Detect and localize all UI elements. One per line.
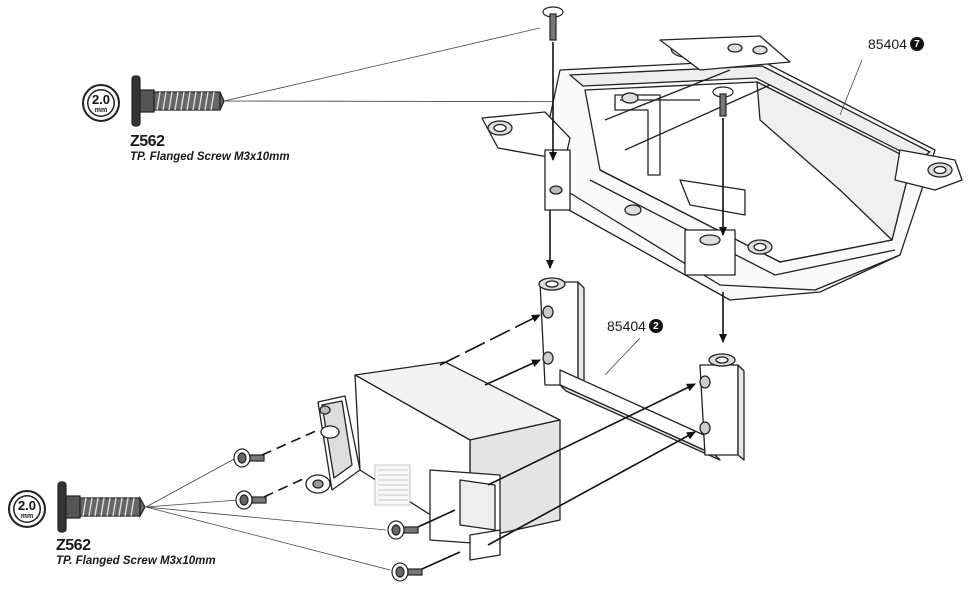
servo-screws <box>233 448 423 582</box>
servo <box>305 361 561 561</box>
screw-description-bottom: TP. Flanged Screw M3x10mm <box>56 555 216 567</box>
tool-size-value: 2.0 <box>91 91 111 107</box>
part-number: 85404 <box>607 318 646 334</box>
tool-size-value: 2.0 <box>17 497 37 513</box>
tool-size-badge-bottom: 2.0 mm <box>8 490 46 528</box>
tool-size-badge-top: 2.0 mm <box>82 84 120 122</box>
screw-illustration-top <box>131 75 225 127</box>
screw-part-code-top: Z562 <box>130 133 165 150</box>
screw-illustration-bottom <box>57 481 146 533</box>
part-callout-radio-tray: 85404 7 <box>868 36 924 52</box>
screw-description-top: TP. Flanged Screw M3x10mm <box>130 151 290 163</box>
tray-screws <box>542 6 734 117</box>
callout-leaders <box>604 59 863 376</box>
assembly-arrows-diagonal <box>261 314 696 570</box>
assembly-arrows-vertical <box>546 42 727 343</box>
servo-mount-bracket <box>538 277 745 461</box>
step-badge: 2 <box>648 319 663 333</box>
part-number: 85404 <box>868 36 907 52</box>
part-callout-servo-bracket: 85404 2 <box>607 318 663 334</box>
radio-tray <box>481 35 963 301</box>
step-badge: 7 <box>909 37 924 51</box>
tool-size-unit: mm <box>94 106 108 114</box>
tool-size-unit: mm <box>20 512 34 520</box>
leader-lines-bottom <box>145 457 391 571</box>
screw-part-code-bottom: Z562 <box>56 537 91 554</box>
